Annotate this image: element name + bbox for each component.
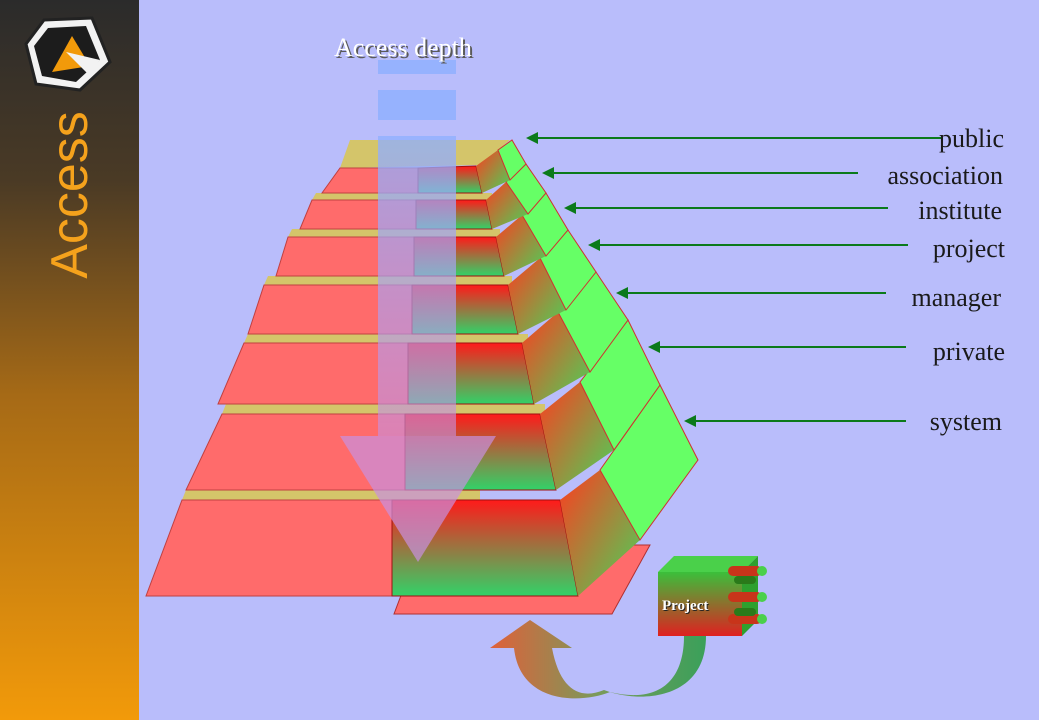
level-label-manager: manager: [911, 283, 1001, 312]
level-label-system: system: [930, 407, 1002, 436]
level-label-project: project: [933, 234, 1006, 263]
access-depth-title-shadow: Access depth: [336, 35, 474, 64]
pointer-manager: manager: [616, 283, 1001, 312]
loop-arrow: [490, 620, 706, 699]
pointer-association: association: [542, 161, 1003, 190]
pointer-institute: institute: [564, 196, 1002, 225]
project-box-label: Project: [662, 598, 708, 614]
project-box: Project Project: [658, 556, 767, 636]
project-box-label-shadow: Project: [663, 599, 709, 615]
pointer-system: system: [684, 407, 1002, 436]
pointer-private: private: [648, 337, 1005, 366]
sidebar: Access: [0, 0, 139, 720]
pointer-project: project: [588, 234, 1006, 263]
pyramid-levels: [145, 139, 699, 597]
pointer-public: public: [526, 124, 1004, 153]
project-box-connectors: [728, 566, 767, 624]
access-depth-title: Access depth: [334, 33, 472, 62]
level-label-public: public: [939, 124, 1004, 153]
level-label-institute: institute: [918, 196, 1002, 225]
level-pointers: public association institute project man…: [526, 124, 1006, 436]
access-depth-arrow: [340, 60, 496, 562]
level-label-association: association: [887, 161, 1003, 190]
level-label-private: private: [933, 337, 1005, 366]
logo-icon: [24, 16, 112, 92]
